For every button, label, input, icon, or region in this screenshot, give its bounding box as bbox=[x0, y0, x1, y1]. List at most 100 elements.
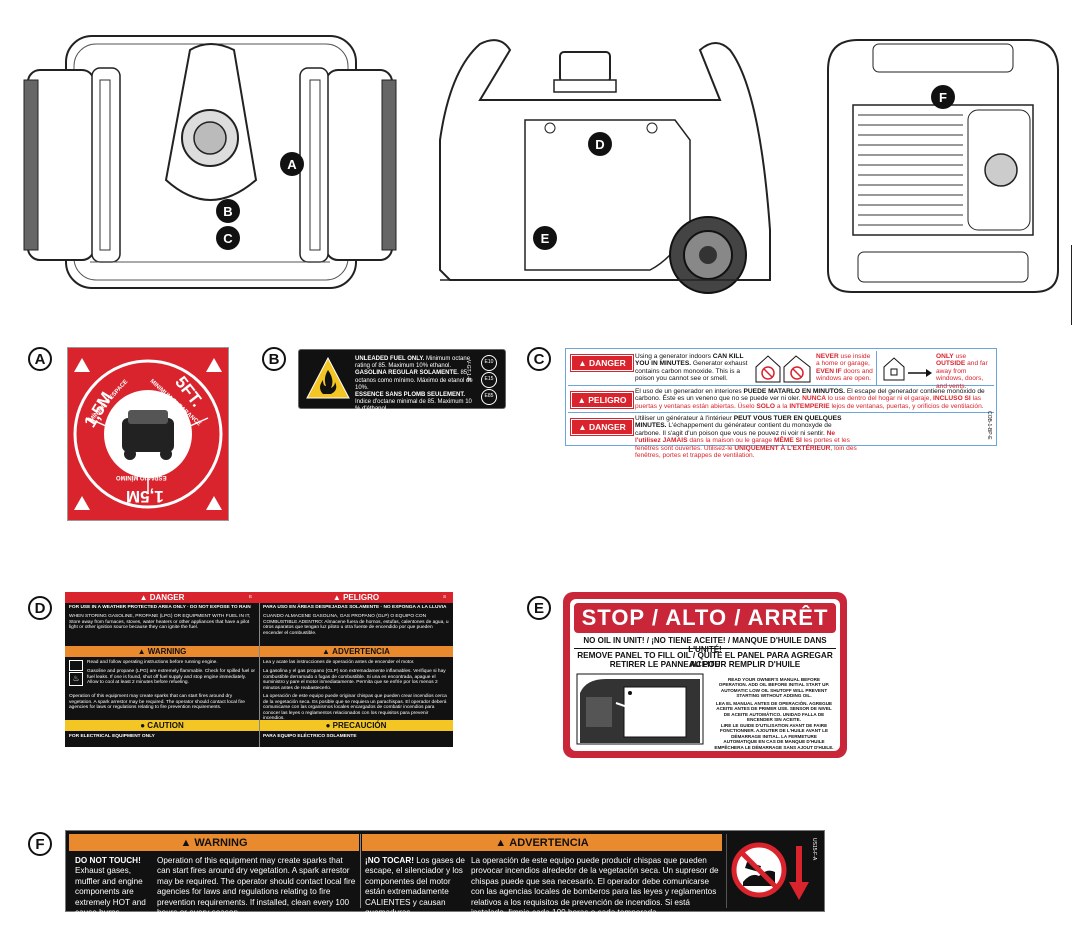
label-b-l1: Minimum octane rating of 85. Maximum 10%… bbox=[355, 356, 471, 370]
generator-side-view bbox=[439, 39, 771, 294]
c-even-b: EVEN IF bbox=[816, 367, 842, 375]
label-f-en-touch: DO NOT TOUCH!Exhaust gases, muffler and … bbox=[75, 856, 155, 918]
f-advertencia: ADVERTENCIA bbox=[509, 836, 589, 849]
label-e-callout: E bbox=[527, 596, 551, 620]
d-warning: WARNING bbox=[147, 646, 187, 656]
peligro-tag: ▲ PELIGRO bbox=[571, 392, 633, 408]
d-es-store: CUANDO ALMACENE GASOLINA, GAS PROPANO (G… bbox=[263, 614, 449, 636]
label-d-peligro-bar: ▲ PELIGRO bbox=[259, 592, 453, 603]
warning-triangle-icon: ▲ bbox=[322, 646, 333, 656]
c-es4: las puertas y ventanas están abiertas. Ú… bbox=[635, 395, 982, 410]
label-c-never-text: NEVER use inside a home or garage, EVEN … bbox=[816, 353, 874, 383]
label-f-advertencia-bar: ▲ ADVERTENCIA bbox=[362, 834, 722, 851]
f-es-touch-b: ¡NO TOCAR! bbox=[365, 856, 414, 865]
house-outside-generator-icon bbox=[883, 357, 932, 381]
label-a-text-bottom-sub: ESPACIO MÍNIMO bbox=[116, 474, 167, 480]
c-outside: and far away from windows, doors, and ve… bbox=[936, 360, 988, 390]
callout-d-marker: D bbox=[588, 132, 612, 156]
e10-icon: E10 bbox=[481, 355, 497, 371]
label-f-hot-surface-decal: ▲ WARNING ▲ ADVERTENCIA DO NOT TOUCH!Exh… bbox=[65, 830, 825, 917]
c-es6: lejos de ventanas, puertas, y orificios … bbox=[829, 402, 984, 410]
label-b-l2: 85 octanos como mínimo. Máximo de etanol… bbox=[355, 370, 473, 391]
e-p1: READ YOUR OWNER'S MANUAL BEFORE OPERATIO… bbox=[718, 677, 830, 699]
label-c-row-fr: ▲ DANGER Utiliser un générateur à l'inté… bbox=[568, 411, 994, 459]
alert-circle-icon: ● bbox=[325, 720, 333, 730]
label-c-en-text: Using a generator indoors CAN KILL YOU I… bbox=[635, 353, 753, 383]
label-d-danger-bar: ▲ DANGER bbox=[65, 592, 259, 603]
callout-b-marker: B bbox=[216, 199, 240, 223]
warning-triangle-icon: ▲ bbox=[577, 395, 589, 405]
c-es3: lo use dentro del hogar ni el garaje, bbox=[825, 395, 934, 403]
label-b-fuel-decal: UNLEADED FUEL ONLY. Minimum octane ratin… bbox=[298, 349, 506, 412]
label-e-no-oil-decal: STOP / ALTO / ARRÊT NO OIL IN UNIT! / ¡N… bbox=[563, 592, 847, 758]
warning-triangle-icon: ▲ bbox=[332, 592, 344, 602]
c-fr4: les portes et les fenêtres sont ouvertes… bbox=[635, 437, 850, 452]
label-b-code: V-GT-1-B bbox=[465, 360, 471, 381]
d-en-top: FOR USE IN A WEATHER PROTECTED AREA ONLY… bbox=[69, 605, 251, 610]
c-es4b: INCLUSO SI bbox=[933, 395, 971, 403]
d-danger: DANGER bbox=[149, 592, 185, 602]
e-l3: RETIRER LE PANNEAU POUR REMPLIR D'HUILE bbox=[609, 660, 801, 669]
label-d-advertencia-bar: ▲ ADVERTENCIA bbox=[259, 646, 453, 657]
flammable-icon bbox=[306, 356, 350, 399]
clearance-circle bbox=[73, 358, 223, 510]
d-en-read: Read and follow operating instructions b… bbox=[87, 660, 218, 665]
e-l1: NO OIL IN UNIT! / ¡NO TIENE ACEITE! / MA… bbox=[583, 636, 827, 654]
c-es3b: NUNCA bbox=[802, 395, 826, 403]
label-f-divider bbox=[360, 834, 361, 908]
peligro-label: PELIGRO bbox=[588, 395, 627, 405]
d-es-top: PARA USO EN ÁREAS DESPEJADAS SOLAMENTE ·… bbox=[263, 605, 447, 610]
c-fr1: Utiliser un générateur à l'intérieur bbox=[635, 415, 734, 422]
d-es-read: Lea y acate las instrucciones de operaci… bbox=[263, 660, 415, 665]
label-c-only-text: ONLY use OUTSIDE and far away from windo… bbox=[936, 353, 994, 390]
manual-icon bbox=[69, 660, 83, 671]
d-peligro: PELIGRO bbox=[343, 592, 380, 602]
danger-tag-fr: ▲ DANGER bbox=[571, 419, 633, 435]
warning-triangle-icon: ▲ bbox=[139, 592, 150, 602]
d-en-elec: FOR ELECTRICAL EQUIPMENT ONLY bbox=[69, 734, 155, 739]
label-a-clearance-decal: 1,5M MÍNIMO D'ESPACE 5FT. MINIMUM CLEARA… bbox=[67, 347, 229, 521]
page-edge-rule bbox=[1071, 245, 1072, 325]
label-c-callout: C bbox=[527, 347, 551, 371]
callout-c-marker: C bbox=[216, 226, 240, 250]
label-f-icon-panel: US15-F-A bbox=[726, 834, 821, 908]
danger-label-fr: DANGER bbox=[588, 422, 626, 432]
warning-triangle-icon: ▲ bbox=[578, 358, 589, 368]
c-fr5b: UNIQUEMENT À L'EXTÉRIEUR bbox=[734, 444, 831, 452]
label-b-callout: B bbox=[262, 347, 286, 371]
d-en-store: WHEN STORING GASOLINE, PROPANE (LPG) OR … bbox=[69, 614, 251, 631]
label-d-code-l: E bbox=[249, 595, 253, 600]
c-even: doors and windows are open. bbox=[816, 367, 873, 383]
label-f-code: US15-F-A bbox=[811, 838, 817, 861]
c-fr2: L'échappement du générateur contient du … bbox=[635, 422, 832, 437]
label-f-warning-bar: ▲ WARNING bbox=[69, 834, 359, 851]
e-l2: REMOVE PANEL TO FILL OIL / QUITE EL PANE… bbox=[574, 648, 836, 669]
c-only: use bbox=[953, 353, 967, 360]
label-c-code: COB-1-BP-E bbox=[986, 411, 992, 440]
d-es-fuel: La gasolina y el gas propano (GLP) son e… bbox=[263, 669, 446, 691]
callout-f-marker: F bbox=[931, 85, 955, 109]
alert-circle-icon: ● bbox=[140, 720, 148, 730]
danger-label: DANGER bbox=[588, 358, 626, 368]
e-p2: LEA EL MANUAL ANTES DE OPERACIÓN. AGREGU… bbox=[715, 701, 833, 723]
e-p3: LIRE LE GUIDE D'UTILISATION AVANT DE FAI… bbox=[714, 723, 834, 750]
label-f-callout: F bbox=[28, 832, 52, 856]
label-d-precaucion-bar: ● PRECAUCIÓN bbox=[259, 720, 453, 731]
label-e-title-bar: STOP / ALTO / ARRÊT bbox=[574, 603, 836, 633]
e85-icon: E85 bbox=[481, 389, 497, 405]
d-en-spark: Operation of this equipment may create s… bbox=[69, 694, 245, 711]
house-no-generator-icon bbox=[755, 355, 811, 383]
label-b-l3-bold: ESSENCE SANS PLOMB SEULEMENT. bbox=[355, 392, 466, 399]
label-e-inner: STOP / ALTO / ARRÊT NO OIL IN UNIT! / ¡N… bbox=[570, 599, 840, 751]
e-title: STOP / ALTO / ARRÊT bbox=[581, 605, 829, 630]
f-en-touch-b: DO NOT TOUCH! bbox=[75, 856, 141, 865]
label-c-co-danger-decal: ▲ DANGER Using a generator indoors CAN K… bbox=[565, 348, 997, 459]
f-es-spark: La operación de este equipo puede produc… bbox=[471, 856, 719, 918]
d-precaucion: PRECAUCIÓN bbox=[332, 720, 387, 730]
c-es2: El escape del generador contiene monóxid… bbox=[635, 388, 985, 403]
callout-a-marker: A bbox=[280, 152, 304, 176]
label-d-divider bbox=[259, 603, 260, 747]
label-b-l2-bold: GASOLINA REGULAR SOLAMENTE. bbox=[355, 370, 459, 377]
warning-triangle-icon: ▲ bbox=[137, 646, 148, 656]
c-never-b: NEVER bbox=[816, 353, 839, 360]
